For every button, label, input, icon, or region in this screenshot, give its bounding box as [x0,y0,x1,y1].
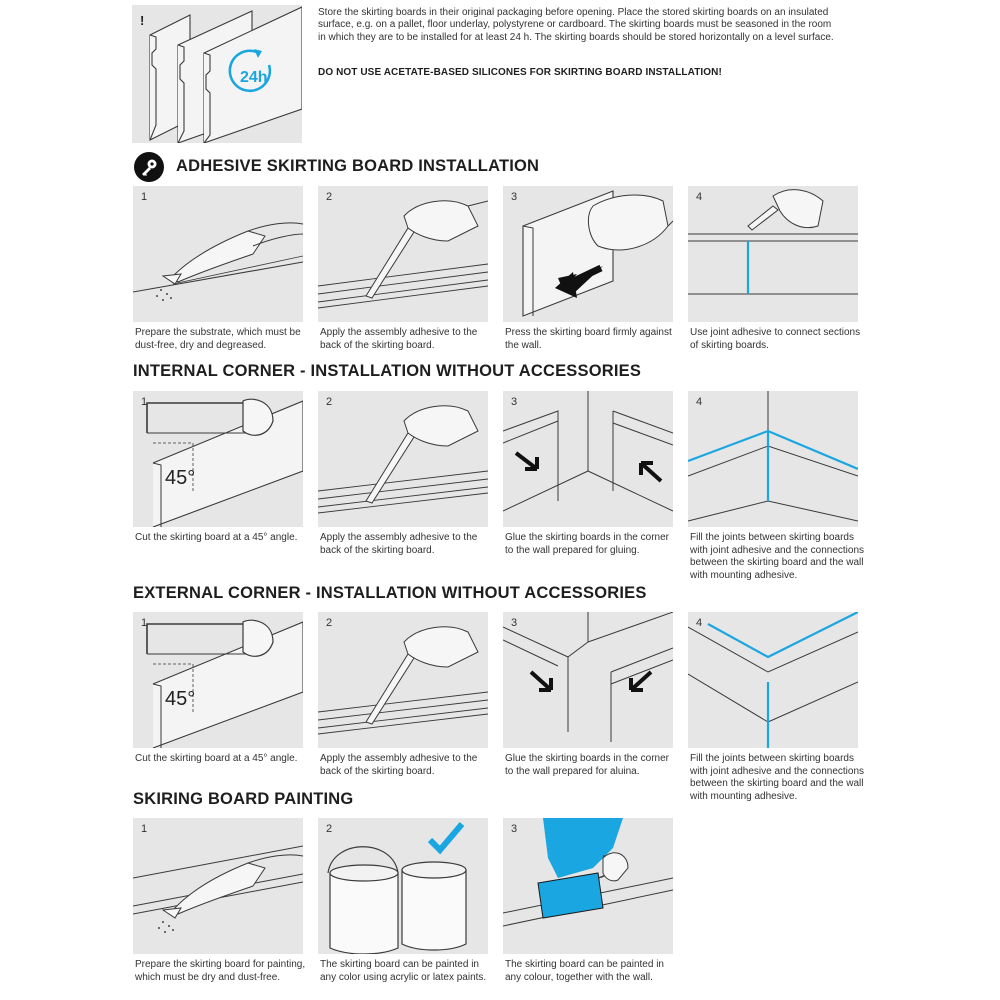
internal-step-3-panel: 3 [503,391,673,527]
internal-step-4-caption: Fill the joints between skirting boards … [690,532,865,581]
step-number: 1 [141,617,148,629]
step-number: 3 [511,823,518,835]
step-number: 2 [326,191,333,203]
internal-corner-title: INTERNAL CORNER - INSTALLATION WITHOUT A… [133,362,642,380]
press-board-illustration [522,190,673,317]
step-number: 2 [326,617,333,629]
clock-24h-label: 24h [240,69,268,86]
painting-step-3-caption: The skirting board can be painted in any… [505,959,664,983]
external-corner-glue-illustration [503,612,673,742]
warning-mark: ! [140,13,145,28]
step-number: 4 [696,396,703,408]
external-step-2-caption: Apply the assembly adhesive to the back … [320,753,478,777]
internal-step-2-panel: 2 [318,391,488,527]
step-number: 4 [696,191,703,203]
internal-step-4-panel: 4 [688,391,858,527]
adhesive-step-1-panel: 1 [133,186,303,322]
internal-step-3-caption: Glue the skirting boards in the corner t… [505,532,669,556]
step-number: 1 [141,396,148,408]
key-icon [134,152,164,182]
internal-step-1-caption: Cut the skirting board at a 45° angle. [135,532,298,543]
step-number: 1 [141,823,148,835]
stacked-boards-drawing [149,6,302,143]
external-corner-joints-illustration [688,612,858,748]
silicone-warning: DO NOT USE ACETATE-BASED SILICONES FOR S… [318,67,722,78]
external-step-1-caption: Cut the skirting board at a 45° angle. [135,753,298,764]
adhesive-step-2-caption: Apply the assembly adhesive to the back … [320,327,478,351]
external-step-1-panel: 1 45° [133,612,303,748]
external-step-3-panel: 3 [503,612,673,748]
painting-step-1-panel: 1 [133,818,303,954]
adhesive-step-4-caption: Use joint adhesive to connect sections o… [690,327,861,351]
external-step-4-caption: Fill the joints between skirting boards … [690,753,865,802]
step-number: 2 [326,823,333,835]
adhesive-step-1-caption: Prepare the substrate, which must be dus… [135,327,301,351]
painting-title: SKIRING BOARD PAINTING [133,790,354,808]
external-step-3-caption: Glue the skirting boards in the corner t… [505,753,669,777]
painting-step-2-caption: The skirting board can be painted in any… [320,959,487,983]
saw-cut-illustration [146,398,303,527]
painting-step-1-caption: Prepare the skirting board for painting,… [135,959,306,983]
adhesive-gun-illustration [318,405,488,514]
internal-corner-glue-illustration [503,391,673,512]
cleaning-illustration [133,222,303,301]
step-number: 3 [511,396,518,408]
step-number: 3 [511,191,518,203]
storage-instructions: Store the skirting boards in their origi… [318,7,834,43]
adhesive-gun-illustration [318,200,488,309]
painting-step-2-panel: 2 [318,818,488,954]
step-number: 4 [696,617,703,629]
paint-cans-illustration [327,822,467,954]
external-step-4-panel: 4 [688,612,858,748]
angle-label: 45° [165,688,196,710]
joint-adhesive-illustration [688,189,858,295]
adhesive-step-3-panel: 3 [503,186,673,322]
external-step-2-panel: 2 [318,612,488,748]
internal-corner-joints-illustration [688,391,858,522]
painting-step-3-panel: 3 [503,818,673,954]
step-number: 1 [141,191,148,203]
storage-illustration: ! 24h [132,5,302,143]
adhesive-step-4-panel: 4 [688,186,858,322]
adhesive-step-3-caption: Press the skirting board firmly against … [505,327,672,351]
paint-roller-illustration [503,818,673,927]
saw-cut-illustration [146,619,303,748]
external-corner-title: EXTERNAL CORNER - INSTALLATION WITHOUT A… [133,584,647,602]
angle-label: 45° [165,467,196,489]
internal-step-2-caption: Apply the assembly adhesive to the back … [320,532,478,556]
adhesive-section-title: ADHESIVE SKIRTING BOARD INSTALLATION [176,157,540,175]
cleaning-board-illustration [133,845,303,933]
adhesive-gun-illustration [318,626,488,735]
step-number: 2 [326,396,333,408]
adhesive-step-2-panel: 2 [318,186,488,322]
step-number: 3 [511,617,518,629]
clock-24h-icon [228,49,272,93]
internal-step-1-panel: 1 45° [133,391,303,527]
